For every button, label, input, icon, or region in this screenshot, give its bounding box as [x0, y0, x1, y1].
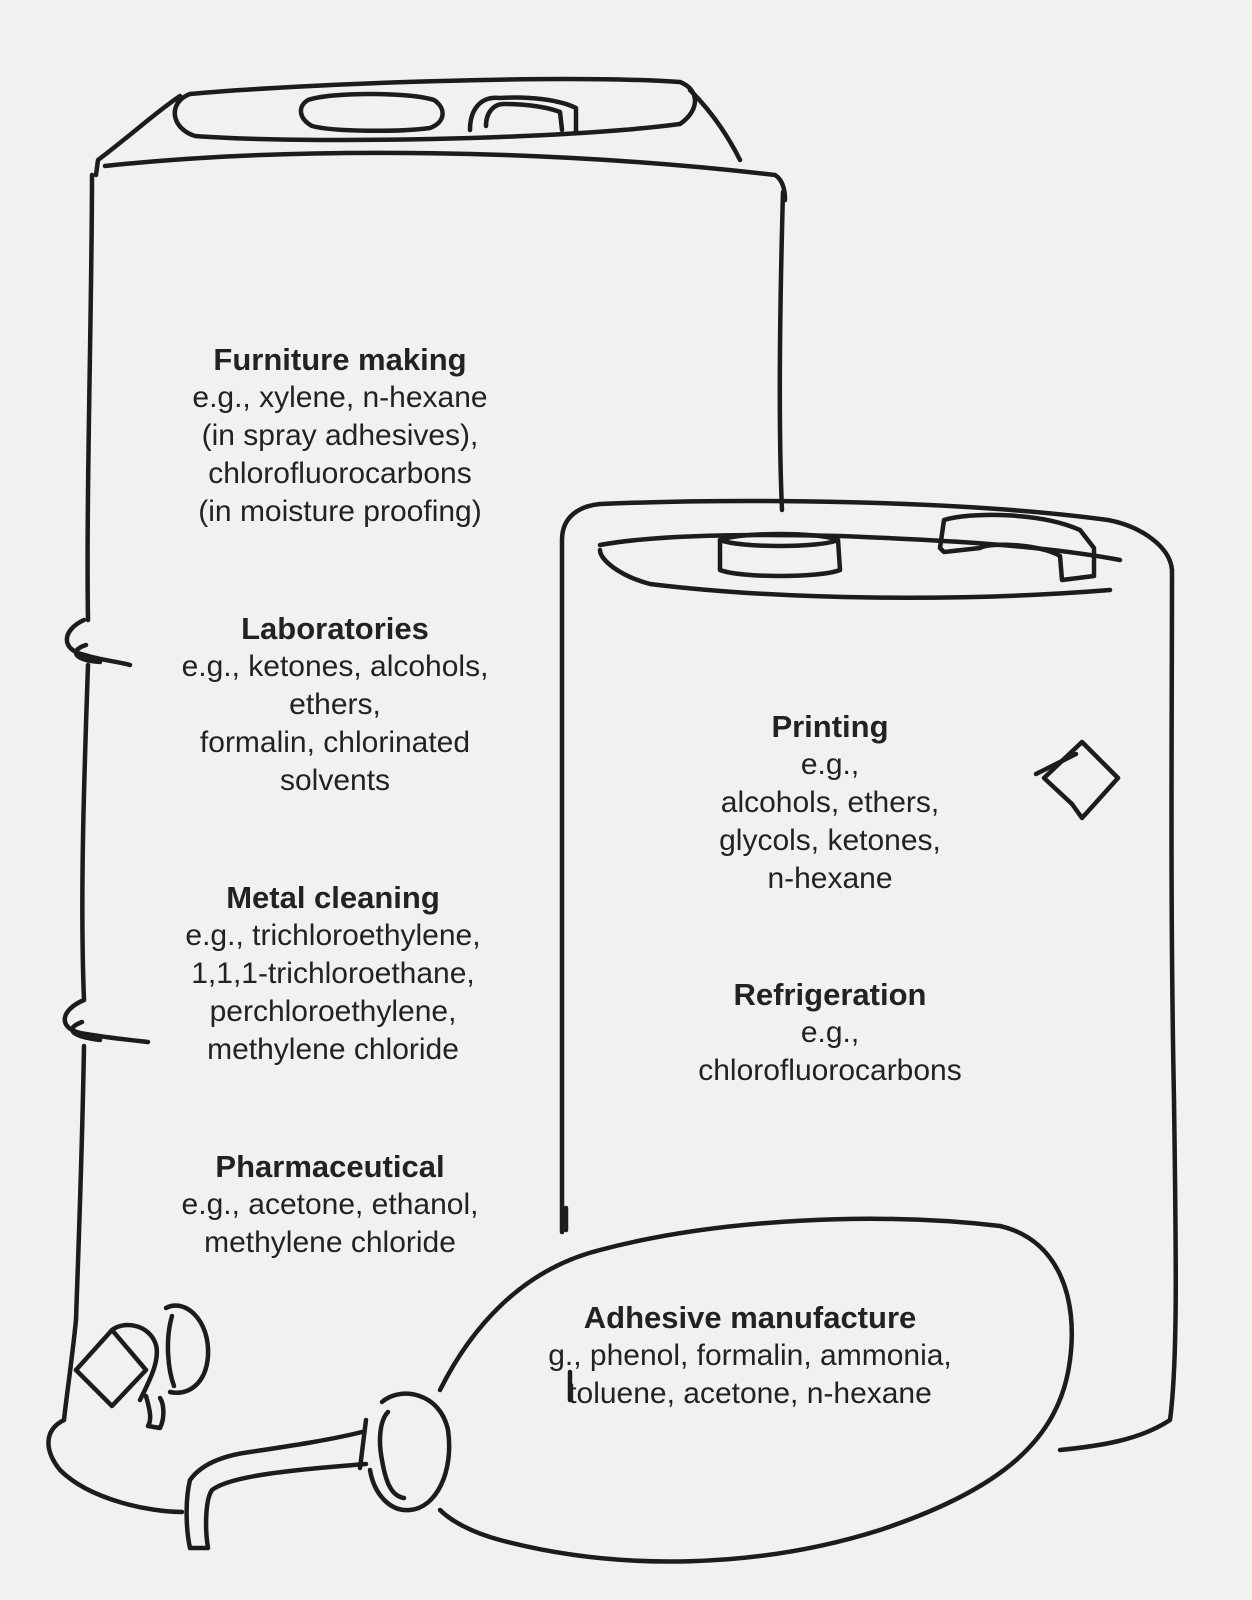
- label-laboratories: Laboratories e.g., ketones, alcohols, et…: [145, 610, 525, 800]
- printing-title: Printing: [771, 709, 889, 744]
- pharmaceutical-line-2: methylene chloride: [204, 1226, 456, 1259]
- furniture-title: Furniture making: [213, 342, 467, 377]
- furniture-line-1: e.g., xylene, n-hexane: [192, 381, 488, 414]
- laboratories-title: Laboratories: [241, 611, 429, 646]
- drum-tap: [73, 1303, 211, 1431]
- printing-line-1: e.g.,: [800, 748, 860, 781]
- metal-cleaning-line-3: perchloroethylene,: [209, 995, 457, 1028]
- metal-cleaning-line-1: e.g., trichloroethylene,: [185, 919, 481, 952]
- metal-cleaning-title: Metal cleaning: [226, 880, 440, 915]
- wash-bottle-outline: [184, 1216, 1075, 1564]
- jerrycan-outline: [559, 498, 1179, 1453]
- label-adhesive-manufacture: Adhesive manufacture g., phenol, formali…: [500, 1299, 1000, 1413]
- refrigeration-title: Refrigeration: [733, 977, 927, 1012]
- laboratories-line-3: formalin, chlorinated: [199, 726, 471, 759]
- furniture-line-4: (in moisture proofing): [198, 495, 482, 528]
- adhesive-title: Adhesive manufacture: [583, 1300, 917, 1335]
- label-furniture-making: Furniture making e.g., xylene, n-hexane …: [150, 341, 530, 531]
- adhesive-line-2: toluene, acetone, n-hexane: [568, 1377, 932, 1410]
- label-printing: Printing e.g., alcohols, ethers, glycols…: [650, 708, 1010, 898]
- metal-cleaning-line-4: methylene chloride: [207, 1033, 459, 1066]
- refrigeration-line-2: chlorofluorocarbons: [698, 1054, 962, 1087]
- label-metal-cleaning: Metal cleaning e.g., trichloroethylene, …: [143, 879, 523, 1069]
- adhesive-line-1: g., phenol, formalin, ammonia,: [548, 1339, 952, 1372]
- label-refrigeration: Refrigeration e.g., chlorofluorocarbons: [640, 976, 1020, 1090]
- furniture-line-3: chlorofluorocarbons: [208, 457, 472, 490]
- printing-line-2: alcohols, ethers,: [720, 786, 940, 819]
- label-pharmaceutical: Pharmaceutical e.g., acetone, ethanol, m…: [140, 1148, 520, 1262]
- laboratories-line-1: e.g., ketones, alcohols,: [181, 650, 489, 683]
- printing-line-4: n-hexane: [767, 862, 893, 895]
- pharmaceutical-line-1: e.g., acetone, ethanol,: [181, 1188, 479, 1221]
- refrigeration-line-1: e.g.,: [800, 1016, 860, 1049]
- printing-line-3: glycols, ketones,: [719, 824, 941, 857]
- pharmaceutical-title: Pharmaceutical: [215, 1149, 445, 1184]
- drum-outline: [46, 76, 788, 1515]
- laboratories-line-2: ethers,: [289, 688, 381, 721]
- laboratories-line-4: solvents: [279, 764, 391, 797]
- furniture-line-2: (in spray adhesives),: [201, 419, 479, 452]
- metal-cleaning-line-2: 1,1,1-trichloroethane,: [191, 957, 475, 990]
